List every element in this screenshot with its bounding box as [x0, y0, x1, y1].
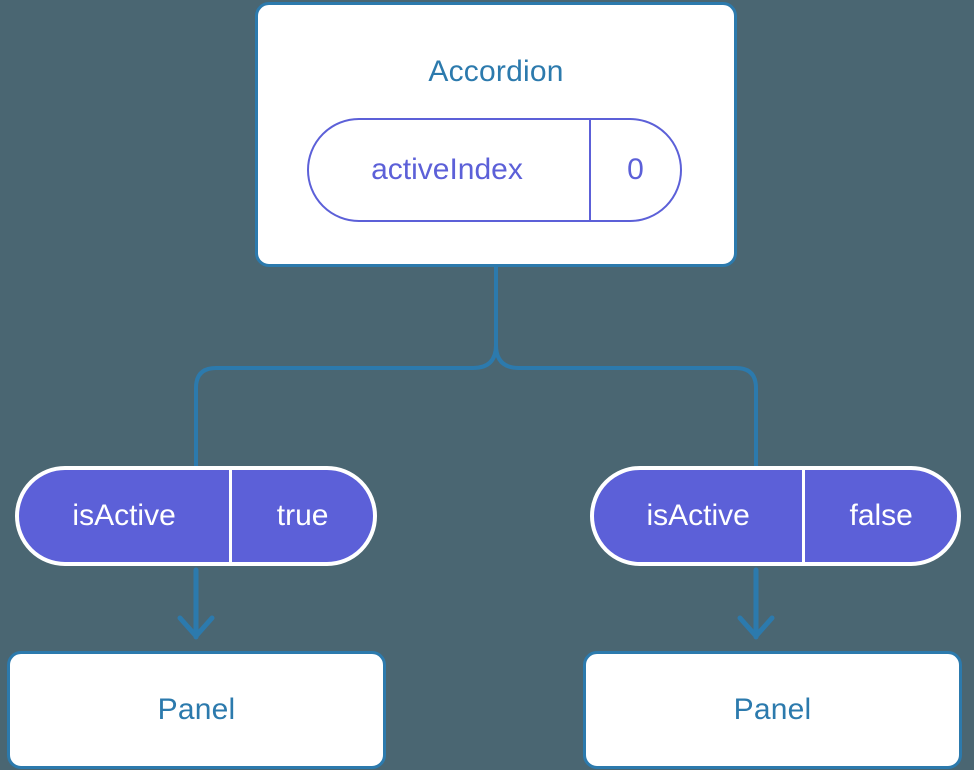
- prop-pill-key: isActive: [646, 499, 750, 532]
- edge-root-to-right-branch: [494, 264, 758, 468]
- state-pill-key: activeIndex: [371, 153, 523, 186]
- prop-pill-is-active-false[interactable]: isActive false: [590, 466, 961, 566]
- prop-pill-is-active-true[interactable]: isActive true: [15, 466, 377, 566]
- prop-pill-key: isActive: [72, 499, 176, 532]
- edge-root-to-left-branch: [194, 264, 498, 468]
- panel-title: Panel: [733, 693, 812, 726]
- component-node-panel-right[interactable]: Panel: [583, 651, 962, 769]
- state-pill-value: 0: [588, 120, 680, 220]
- prop-pill-value: true: [229, 470, 373, 562]
- prop-pill-value: false: [802, 470, 957, 562]
- panel-title: Panel: [157, 693, 236, 726]
- arrow-head-right-icon: [737, 615, 775, 639]
- component-node-panel-left[interactable]: Panel: [7, 651, 386, 769]
- arrow-head-left-icon: [177, 615, 215, 639]
- accordion-title: Accordion: [428, 55, 564, 88]
- state-pill-active-index[interactable]: activeIndex 0: [307, 118, 682, 222]
